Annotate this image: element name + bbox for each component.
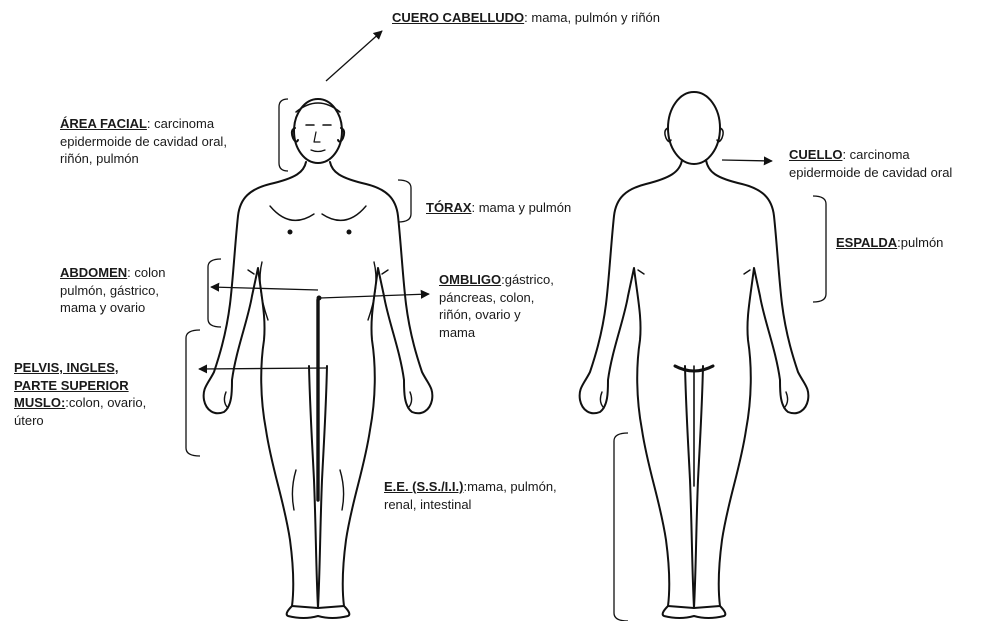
pelvis-heading-3: MUSLO: <box>14 395 65 410</box>
cuello-text-1: : carcinoma <box>842 147 909 162</box>
ombligo-text-1: :gástrico, <box>501 272 554 287</box>
abdomen-line-2: pulmón, gástrico, <box>60 282 165 300</box>
area-facial-line-2: epidermoide de cavidad oral, <box>60 133 227 151</box>
abdomen-line-3: mama y ovario <box>60 299 165 317</box>
ombligo-heading: OMBLIGO <box>439 272 501 287</box>
abdomen-heading: ABDOMEN <box>60 265 127 280</box>
ombligo-line-4: mama <box>439 324 554 342</box>
ombligo-line-3: riñón, ovario y <box>439 306 554 324</box>
cuero-arrow <box>326 31 382 81</box>
pelvis-heading-1: PELVIS, INGLES, <box>14 360 119 375</box>
label-torax: TÓRAX: mama y pulmón <box>426 199 571 217</box>
label-pelvis: PELVIS, INGLES, PARTE SUPERIOR MUSLO::co… <box>14 359 146 429</box>
label-ee: E.E. (S.S./I.I.):mama, pulmón, renal, in… <box>384 478 557 513</box>
pelvis-line-4: útero <box>14 412 146 430</box>
cuello-heading: CUELLO <box>789 147 842 162</box>
front-body-figure <box>204 99 433 618</box>
pelvis-heading-2: PARTE SUPERIOR <box>14 378 129 393</box>
label-espalda: ESPALDA:pulmón <box>836 234 943 252</box>
area-facial-text-1: : carcinoma <box>147 116 214 131</box>
ee-text-1: :mama, pulmón, <box>463 479 556 494</box>
espalda-text: :pulmón <box>897 235 943 250</box>
cuello-arrow <box>722 160 772 161</box>
abdomen-bracket <box>208 259 221 327</box>
label-cuello: CUELLO: carcinoma epidermoide de cavidad… <box>789 146 952 181</box>
torax-text: : mama y pulmón <box>472 200 572 215</box>
ee-bracket <box>614 433 628 621</box>
cuero-cabelludo-heading: CUERO CABELLUDO <box>392 10 524 25</box>
nipple-right-dot <box>347 230 352 235</box>
cuero-cabelludo-text: : mama, pulmón y riñón <box>524 10 660 25</box>
ee-line-2: renal, intestinal <box>384 496 557 514</box>
label-ombligo: OMBLIGO:gástrico, páncreas, colon, riñón… <box>439 271 554 341</box>
cuello-line-2: epidermoide de cavidad oral <box>789 164 952 182</box>
area-facial-line-3: riñón, pulmón <box>60 150 227 168</box>
espalda-bracket <box>813 196 826 302</box>
ee-heading: E.E. (S.S./I.I.) <box>384 479 463 494</box>
label-area-facial: ÁREA FACIAL: carcinoma epidermoide de ca… <box>60 115 227 168</box>
ombligo-line-2: páncreas, colon, <box>439 289 554 307</box>
abdomen-arrow <box>211 287 318 290</box>
nipple-left-dot <box>288 230 293 235</box>
torax-bracket <box>398 180 411 222</box>
espalda-heading: ESPALDA <box>836 235 897 250</box>
pelvis-arrow <box>199 368 326 369</box>
torax-heading: TÓRAX <box>426 200 472 215</box>
pelvis-bracket <box>186 330 200 456</box>
label-abdomen: ABDOMEN: colon pulmón, gástrico, mama y … <box>60 264 165 317</box>
area-facial-heading: ÁREA FACIAL <box>60 116 147 131</box>
area-facial-bracket <box>279 99 288 171</box>
pelvis-text-3: :colon, ovario, <box>65 395 146 410</box>
label-cuero-cabelludo: CUERO CABELLUDO: mama, pulmón y riñón <box>392 9 660 27</box>
abdomen-text-1: : colon <box>127 265 165 280</box>
